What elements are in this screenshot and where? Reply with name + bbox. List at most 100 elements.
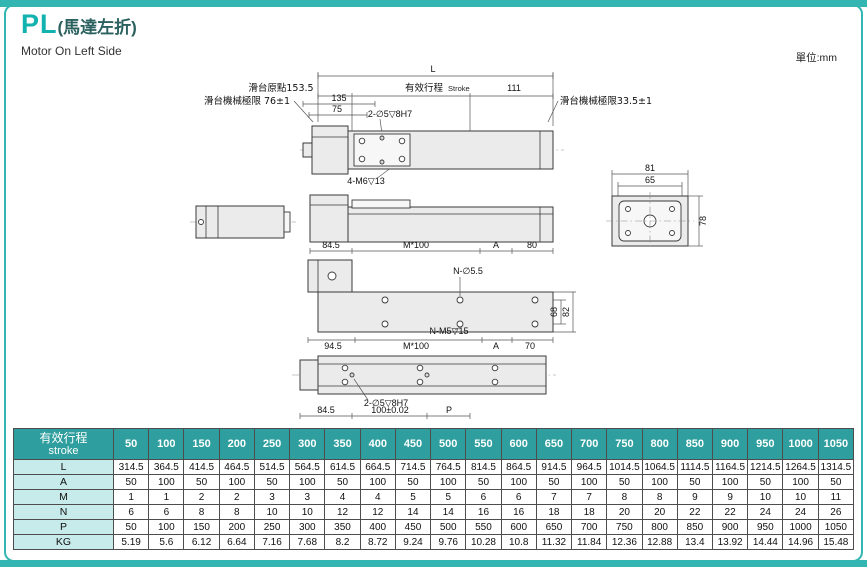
spec-cell: 9: [711, 489, 749, 505]
spec-cell: 1164.5: [711, 459, 749, 475]
spec-cell: 6: [112, 504, 150, 520]
spec-cell: 900: [711, 519, 749, 535]
spec-cell: 18: [571, 504, 608, 520]
page-title: PL(馬達左折): [21, 10, 137, 43]
spec-cell: 100: [500, 474, 537, 490]
spec-cell: 50: [676, 474, 713, 490]
label-screw-holes: 4-M6▽13: [347, 176, 384, 186]
page-title-zh: (馬達左折): [57, 18, 137, 37]
spec-cell: 764.5: [430, 459, 467, 475]
spec-cell: 18: [535, 504, 573, 520]
stroke-col-header: 900: [711, 428, 749, 460]
view-bottom-dimensions: 2-∅5▽8H7 84.5 100±0.02 P: [299, 378, 471, 419]
spec-cell: 7.16: [253, 534, 291, 550]
dim-65: 65: [645, 175, 655, 185]
spec-cell: 1000: [782, 519, 819, 535]
label-dowel-holes-bottom: 2-∅5▽8H7: [364, 398, 408, 408]
spec-cell: 11.32: [535, 534, 573, 550]
spec-cell: 700: [571, 519, 608, 535]
dim-m100-plan: M*100: [403, 341, 429, 351]
spec-cell: 750: [606, 519, 643, 535]
spec-cell: 100: [218, 474, 255, 490]
dim-81: 81: [645, 163, 655, 173]
spec-cell: 400: [359, 519, 396, 535]
spec-cell: 1: [148, 489, 185, 505]
dim-80: 80: [527, 240, 537, 250]
unit-label: 單位:mm: [795, 52, 837, 64]
spec-cell: 1264.5: [782, 459, 819, 475]
spec-cell: 100: [571, 474, 608, 490]
spec-cell: 9.76: [430, 534, 467, 550]
spec-cell: 950: [747, 519, 784, 535]
spec-cell: 5.19: [112, 534, 150, 550]
spec-cell: 14.44: [747, 534, 784, 550]
row-label: L: [13, 459, 114, 475]
spec-cell: 50: [606, 474, 643, 490]
spec-cell: 5: [430, 489, 467, 505]
spec-cell: 850: [676, 519, 713, 535]
spec-cell: 100: [711, 474, 749, 490]
stroke-col-header: 700: [571, 428, 608, 460]
dim-stroke-zh: 有效行程: [405, 82, 444, 94]
view-front-body: [300, 125, 564, 175]
spec-cell: 8: [641, 489, 678, 505]
spec-cell: 450: [394, 519, 432, 535]
spec-cell: 12.88: [641, 534, 678, 550]
spec-cell: 13.4: [676, 534, 713, 550]
stroke-col-header: 1050: [817, 428, 855, 460]
stroke-col-header: 100: [148, 428, 185, 460]
dim-75: 75: [332, 104, 342, 114]
spec-cell: 1050: [817, 519, 855, 535]
row-label: N: [13, 504, 114, 520]
spec-cell: 1: [112, 489, 150, 505]
spec-cell: 514.5: [253, 459, 291, 475]
spec-cell: 100: [148, 519, 185, 535]
stroke-col-header: 250: [253, 428, 291, 460]
spec-cell: 664.5: [359, 459, 396, 475]
dim-68: 68: [549, 307, 559, 317]
spec-cell: 20: [606, 504, 643, 520]
spec-cell: 100: [430, 474, 467, 490]
stroke-col-header: 950: [747, 428, 784, 460]
spec-cell: 24: [747, 504, 784, 520]
spec-cell: 10.28: [465, 534, 502, 550]
spec-cell: 1314.5: [817, 459, 855, 475]
spec-cell: 3: [253, 489, 291, 505]
spec-cell: 800: [641, 519, 678, 535]
stroke-header-en: stroke: [48, 444, 79, 457]
spec-cell: 914.5: [535, 459, 573, 475]
view-plan-dimensions: N-∅5.5 68 82 N-M5▽15 94.5 M*100 A 70: [307, 266, 576, 351]
spec-cell: 22: [676, 504, 713, 520]
dim-overall-length: L: [430, 64, 435, 74]
spec-cell: 20: [641, 504, 678, 520]
view-end-section: 81 65 78: [606, 163, 708, 250]
spec-cell: 50: [394, 474, 432, 490]
page-subtitle: Motor On Left Side: [21, 44, 122, 58]
spec-cell: 7.68: [289, 534, 326, 550]
spec-cell: 50: [253, 474, 291, 490]
spec-cell: 16: [465, 504, 502, 520]
stroke-col-header: 1000: [782, 428, 819, 460]
spec-cell: 100: [782, 474, 819, 490]
stroke-col-header: 650: [535, 428, 573, 460]
spec-cell: 714.5: [394, 459, 432, 475]
dim-left-mech-limit: 滑台機械極限 76±1: [204, 95, 290, 107]
view-side-body: [309, 194, 554, 243]
spec-cell: 100: [148, 474, 185, 490]
dim-70: 70: [525, 341, 535, 351]
spec-cell: 2: [183, 489, 220, 505]
spec-cell: 5: [394, 489, 432, 505]
spec-cell: 350: [324, 519, 361, 535]
view-plan-body: [307, 259, 554, 333]
stroke-col-header: 600: [500, 428, 537, 460]
dim-78: 78: [698, 216, 708, 226]
row-label: A: [13, 474, 114, 490]
spec-cell: 10: [253, 504, 291, 520]
spec-cell: 7: [571, 489, 608, 505]
